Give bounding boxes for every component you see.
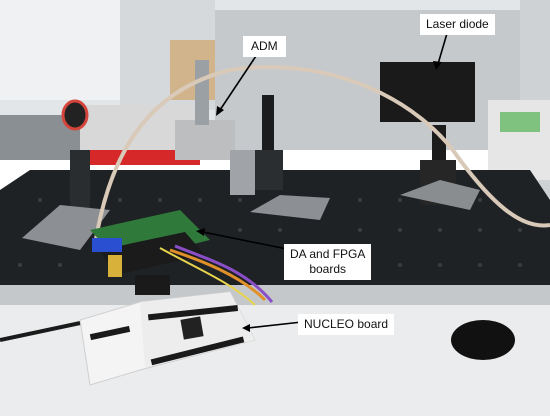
da-fpga-label-line1: DA and FPGA [290,247,366,261]
callout-arrows [202,29,449,329]
center-mount [250,95,330,220]
jumper-wire-orange [169,248,267,302]
da-fpga-boards [90,210,210,277]
jumper-wire-purple [174,244,274,303]
da-fpga-arrowhead [196,228,205,236]
red-instrument-base [80,150,200,165]
nucleo-arrowhead [242,324,250,332]
fiber-cable [93,65,550,246]
header-block [135,275,170,295]
adm-arrow [219,49,261,111]
laser-diode-label: Laser diode [420,14,495,35]
adm-label: ADM [243,36,286,57]
da-fpga-label: DA and FPGA boards [284,244,372,280]
laser-diode-mount [380,62,480,210]
usb-cable [0,320,86,342]
da-fpga-label-line2: boards [309,262,347,276]
laser-diode-arrowhead [433,61,442,70]
jumper-wire-yellow [159,247,256,306]
nucleo-label: NUCLEO board [298,314,395,335]
window-panel [0,0,120,100]
left-mount [22,99,110,250]
nucleo-board [79,291,256,386]
lens-cap [451,320,515,360]
adm-arrowhead [216,106,224,116]
nucleo-arrow [247,321,303,329]
signal-generator-display [500,112,540,132]
da-fpga-arrow [202,231,293,251]
laser-diode-arrow [437,29,449,65]
adm-device [175,60,255,195]
callout-arrowheads [196,61,442,332]
table-edge [0,285,550,305]
